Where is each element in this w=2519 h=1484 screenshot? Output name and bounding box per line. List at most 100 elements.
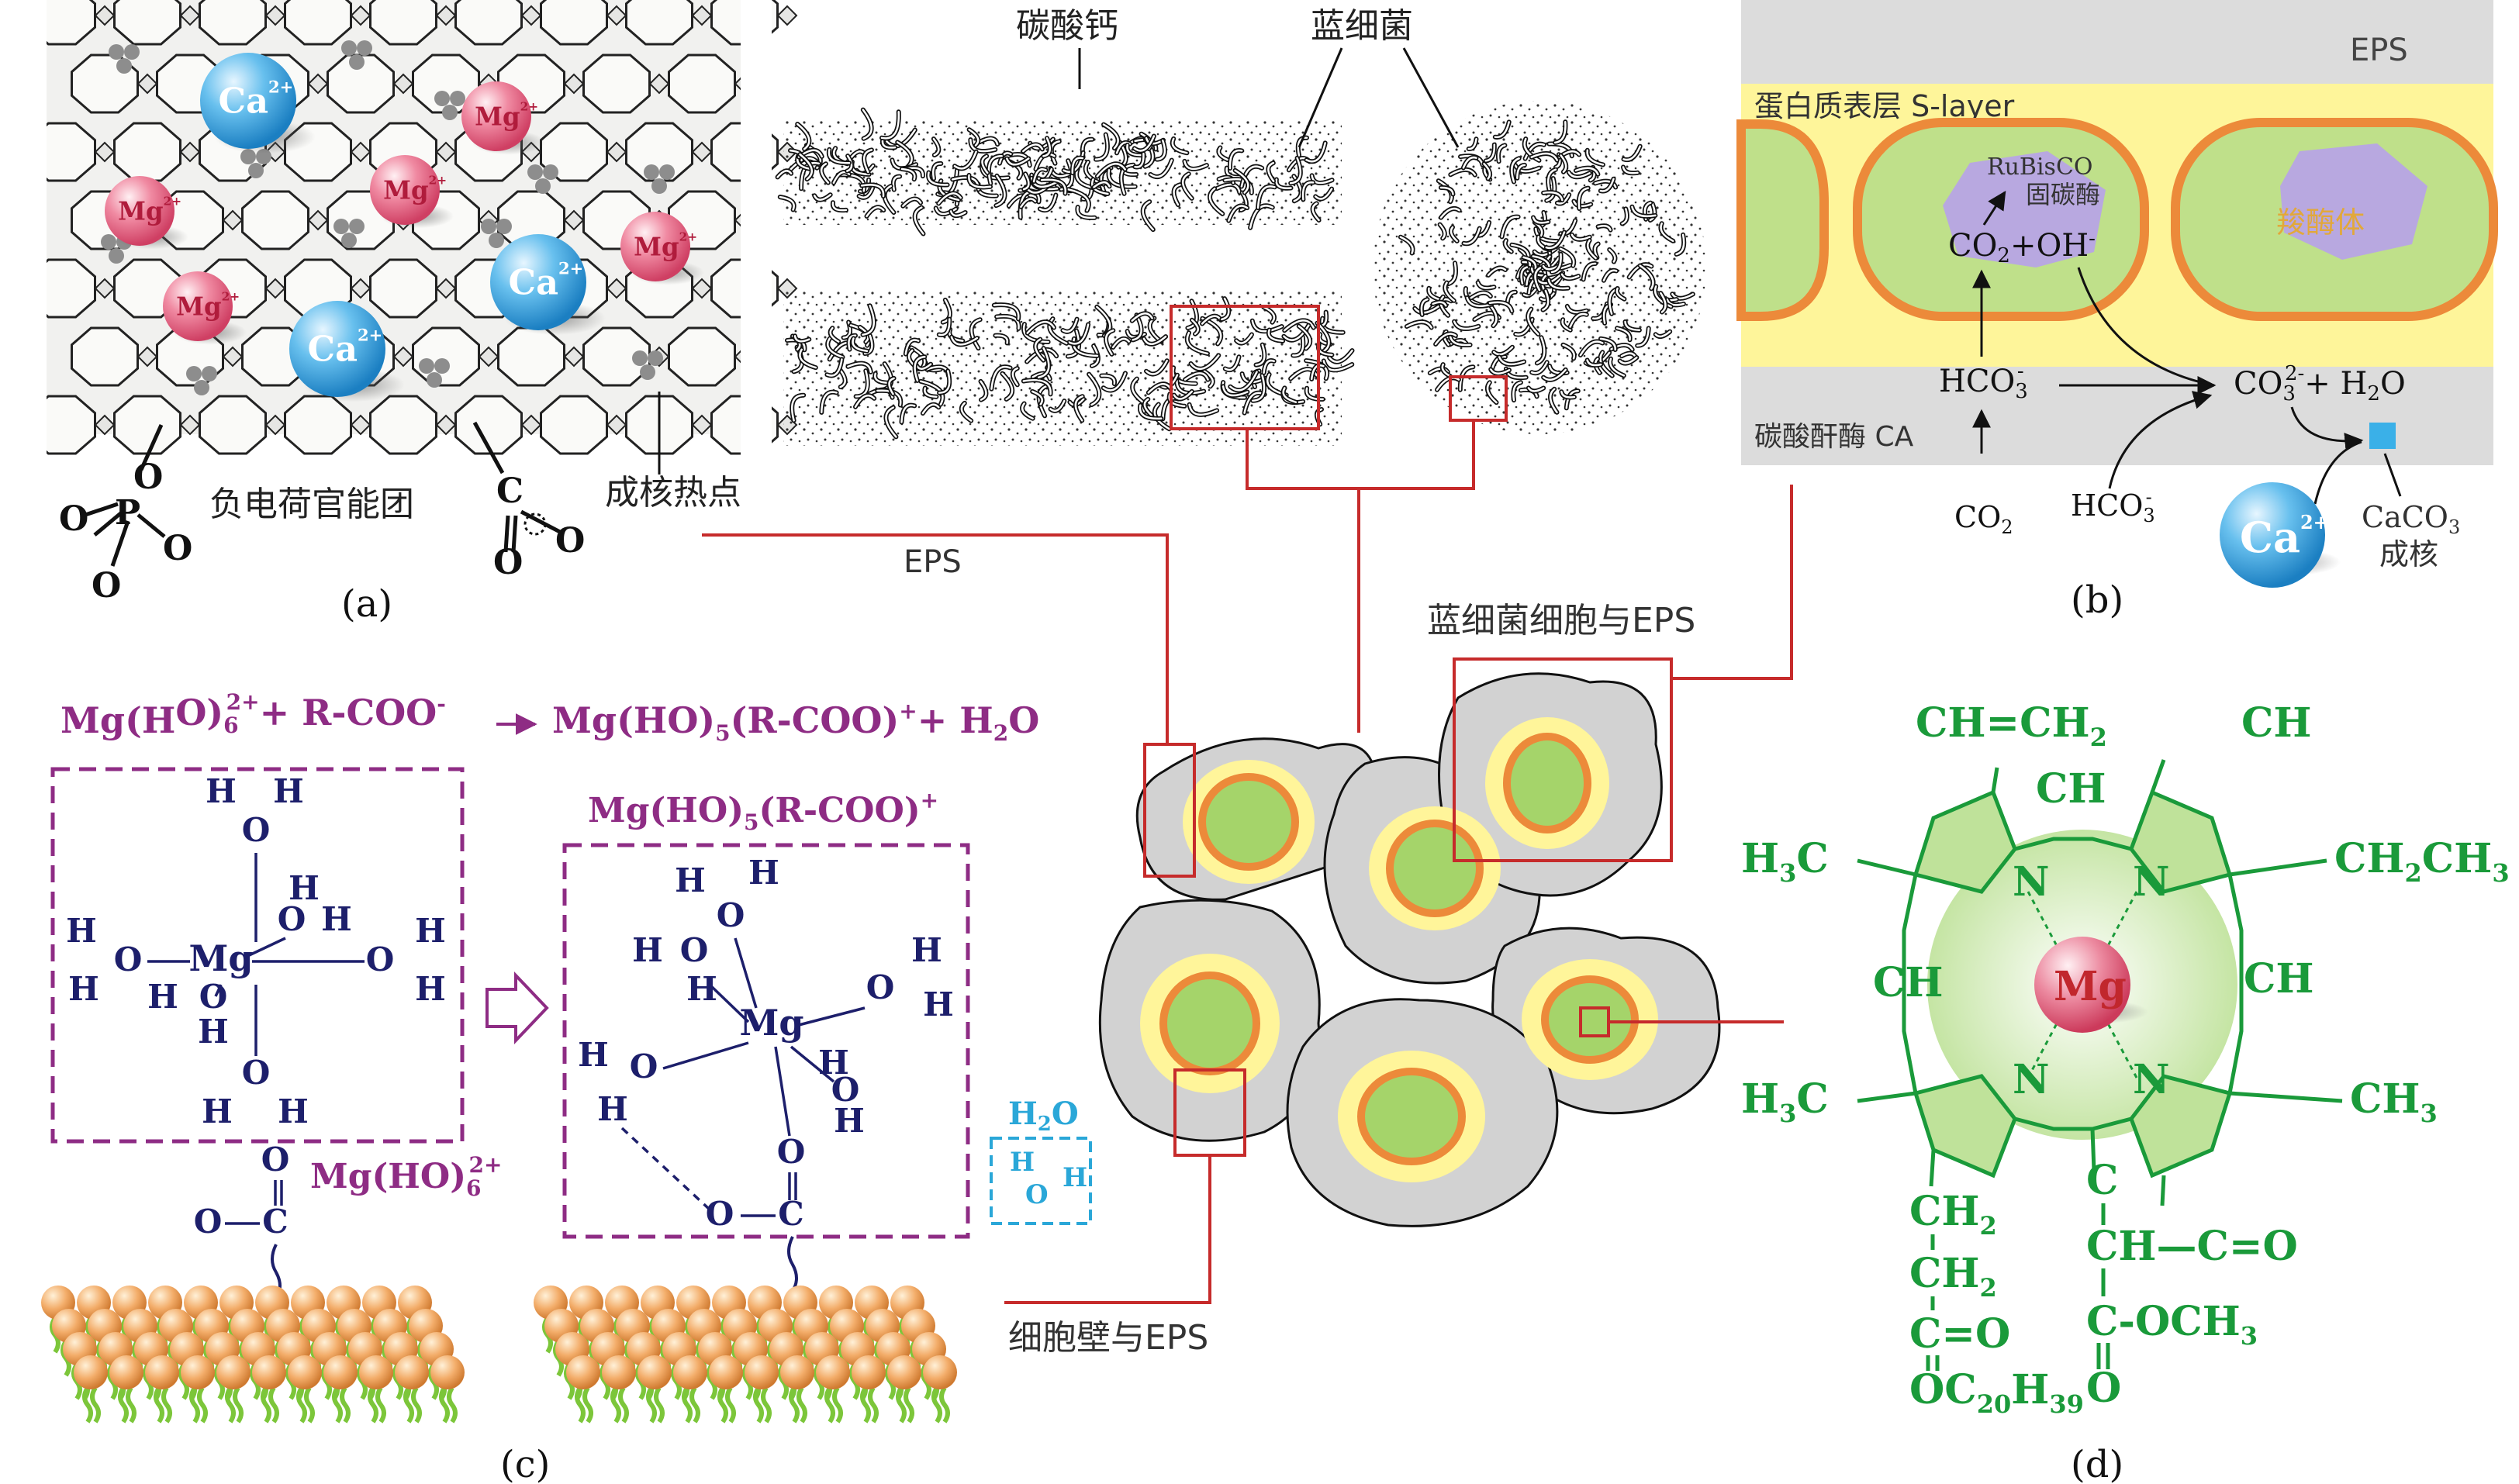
phosphate-o-bottom: O bbox=[92, 566, 121, 606]
dot-cluster bbox=[651, 178, 667, 194]
filament-segment-core bbox=[1477, 281, 1495, 289]
filament-segment-core bbox=[1501, 216, 1519, 238]
filament-segment-core bbox=[915, 363, 932, 370]
ion-symbol: Mg2+ bbox=[634, 230, 697, 261]
filament-segment-core bbox=[1208, 188, 1224, 216]
atom-o: O bbox=[278, 900, 306, 938]
atom-h: H bbox=[198, 1013, 229, 1051]
filament-segment-core bbox=[938, 370, 951, 394]
filament-segment-core bbox=[1666, 298, 1685, 306]
panel-b-carbon-concentration: EPS 蛋白质表层 S-layer 羧酶体 RuBisCO 固碳酶 CO2+OH… bbox=[1736, 0, 2498, 622]
filament-segment-core bbox=[1488, 301, 1513, 312]
filament-segment-core bbox=[1631, 205, 1657, 218]
lipid-tail bbox=[225, 1386, 236, 1424]
filament-segment-core bbox=[1322, 360, 1353, 371]
atom-o: O bbox=[706, 1195, 734, 1233]
filament-segment-core bbox=[1000, 153, 1031, 167]
filament-segment-core bbox=[1654, 330, 1671, 338]
lipid-tail bbox=[304, 1386, 315, 1424]
filament-segment-core bbox=[960, 402, 973, 422]
nucleation-label: 成核 bbox=[2379, 537, 2438, 571]
filament-segment-core bbox=[1186, 331, 1209, 355]
filament-segment-core bbox=[1188, 403, 1218, 416]
filament-segment-core bbox=[1609, 357, 1626, 377]
lipid-head bbox=[216, 1355, 251, 1389]
filament-segment-core bbox=[892, 175, 901, 191]
filament-segment-core bbox=[1171, 137, 1188, 154]
filament-segment-core bbox=[1001, 372, 1014, 401]
dot-cluster bbox=[543, 164, 558, 180]
cyanobacteria-pointer-1 bbox=[1298, 47, 1343, 148]
lipid-head bbox=[395, 1355, 429, 1389]
filament-segment-core bbox=[1221, 385, 1249, 397]
filament-segment-core bbox=[1228, 149, 1243, 170]
dot-cluster bbox=[481, 219, 496, 234]
filament-segment-core bbox=[1450, 168, 1477, 176]
ch2-b: CH2 bbox=[1909, 1250, 1997, 1303]
filament-segment-core bbox=[931, 162, 942, 180]
filament-segment-core bbox=[1049, 317, 1068, 345]
filament-segment-core bbox=[1049, 399, 1066, 412]
methyl-bottom-left: H3C bbox=[1741, 1075, 1829, 1128]
lipid-tail bbox=[233, 1386, 244, 1424]
stipple-band-2 bbox=[783, 291, 1342, 446]
filament-segment-core bbox=[1608, 248, 1616, 263]
filament-segment-core bbox=[779, 195, 795, 211]
rubisco-label: RuBisCO bbox=[1987, 154, 2093, 181]
lattice-cell bbox=[369, 0, 437, 46]
n-bottom-right: N bbox=[2133, 1056, 2170, 1103]
filament-segment-core bbox=[1183, 372, 1209, 381]
lipid-tail bbox=[904, 1386, 914, 1424]
filament-segment-core bbox=[1530, 152, 1558, 161]
filament-segment-core bbox=[1101, 374, 1116, 385]
complexation-product: Mg(HO)5(R-COO)++ H2O bbox=[552, 699, 1039, 746]
filament-segment-core bbox=[1619, 356, 1638, 364]
filament-segment-core bbox=[826, 358, 843, 377]
caco3-pointer bbox=[2383, 453, 2402, 497]
lipid-tail bbox=[761, 1386, 772, 1424]
cyanobacteria-pointer-2 bbox=[1402, 47, 1460, 148]
filament-segment-core bbox=[1462, 156, 1477, 169]
dot-cluster bbox=[341, 40, 357, 56]
lipid-tail bbox=[931, 1386, 942, 1424]
nucleation-hotspot-label: 成核热点 bbox=[605, 473, 741, 512]
phosphate-o-top: O bbox=[133, 457, 163, 497]
filament-segment-core bbox=[1032, 168, 1047, 183]
carboxyl-c: C bbox=[496, 471, 523, 511]
ion-symbol: Ca2+ bbox=[219, 77, 294, 121]
dot-cluster bbox=[648, 350, 663, 366]
atom-o: O bbox=[630, 1047, 658, 1085]
filament-segment-core bbox=[932, 137, 940, 157]
filament-segment-core bbox=[1671, 292, 1695, 300]
filament-segment-core bbox=[1439, 295, 1450, 317]
filament-segment-core bbox=[995, 315, 1020, 330]
mg-ion bbox=[620, 212, 690, 281]
filament-segment-core bbox=[1042, 136, 1052, 157]
filament-segment-core bbox=[1239, 192, 1248, 212]
filament-segment-core bbox=[1542, 368, 1567, 381]
lipid-tail bbox=[375, 1386, 386, 1424]
lipid-tail bbox=[832, 1386, 843, 1424]
lipid-tail bbox=[154, 1386, 164, 1424]
atom-h: H bbox=[206, 772, 237, 810]
atom-h: H bbox=[834, 1102, 865, 1140]
atom-c: C bbox=[778, 1195, 803, 1233]
filament-segment-core bbox=[1021, 402, 1034, 419]
lipid-head bbox=[145, 1355, 179, 1389]
hydrated-mg-box bbox=[50, 767, 465, 1144]
atom-o: O bbox=[194, 1203, 223, 1241]
filament-segment-core bbox=[866, 206, 885, 218]
filament-segment-core bbox=[902, 198, 922, 207]
filament-segment-core bbox=[1504, 239, 1513, 253]
filament-segment-core bbox=[937, 192, 962, 205]
filament-segment-core bbox=[1107, 169, 1136, 188]
filament-segment-core bbox=[1586, 149, 1605, 166]
arrow-co3-to-caco3 bbox=[2290, 406, 2364, 451]
filament-segment-core bbox=[791, 394, 805, 422]
vinyl-group: CH=CH2 bbox=[1916, 699, 2107, 752]
lipid-tail bbox=[90, 1386, 101, 1424]
filament-segment-core bbox=[1570, 233, 1591, 240]
bond bbox=[798, 1006, 866, 1027]
filament-segment-core bbox=[1574, 167, 1599, 176]
